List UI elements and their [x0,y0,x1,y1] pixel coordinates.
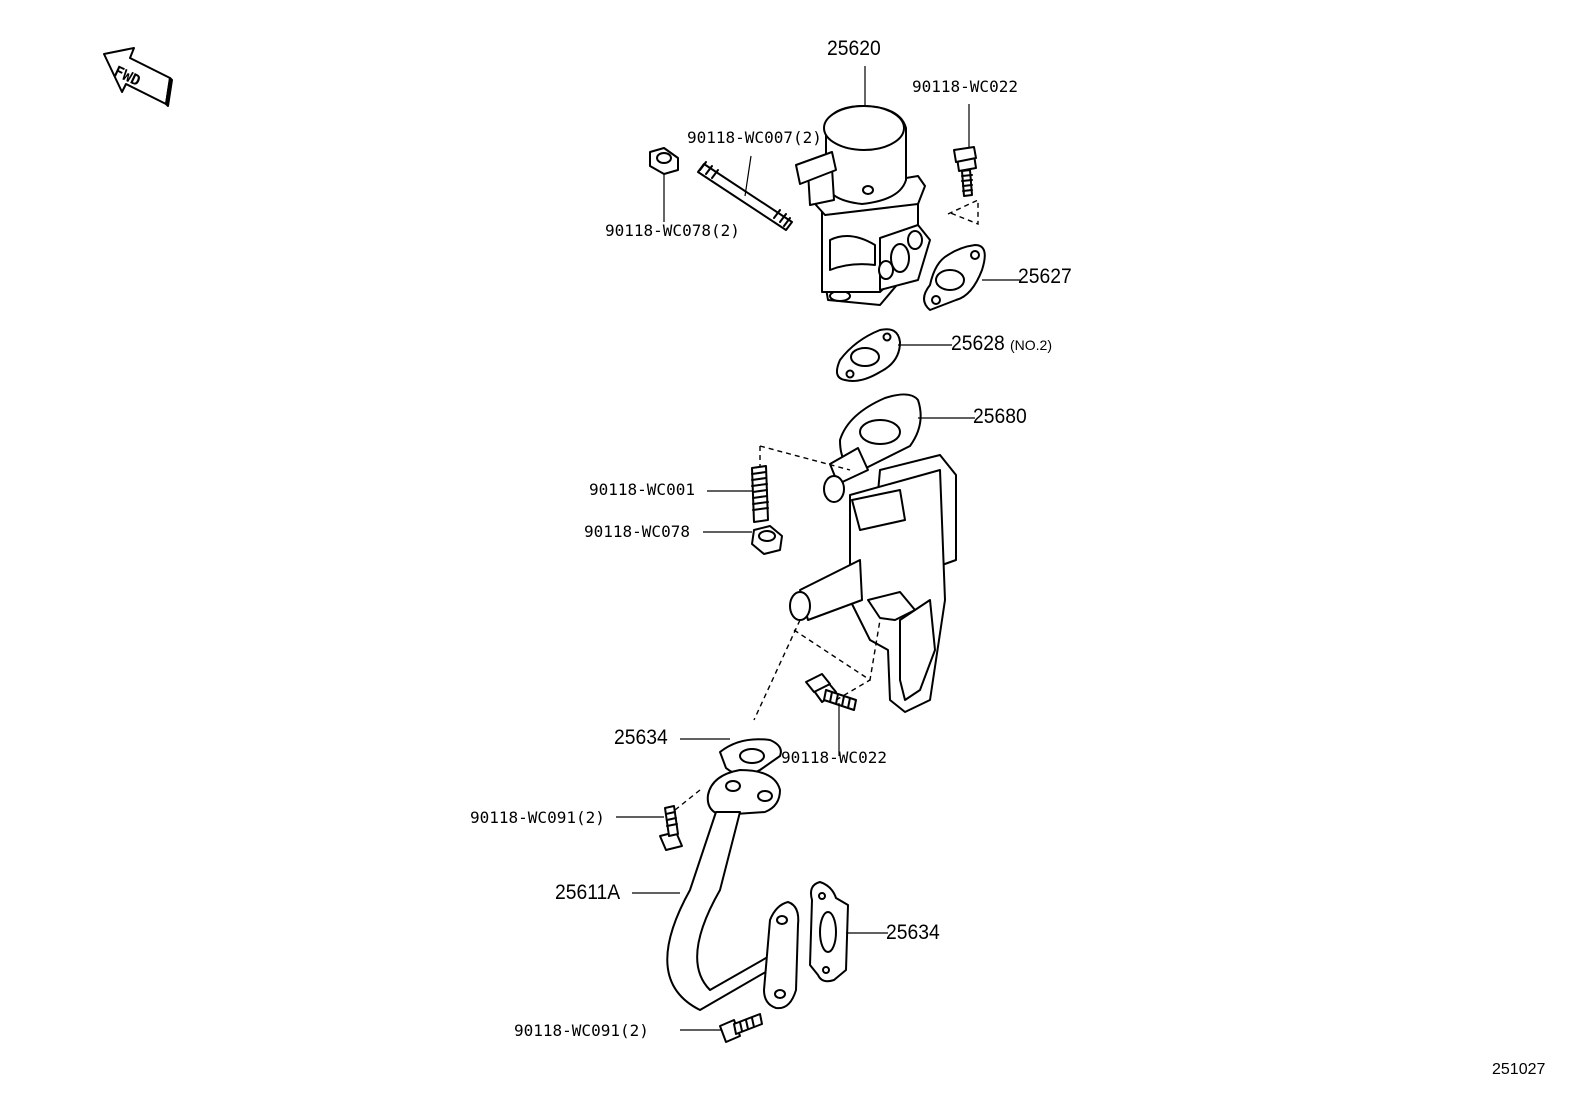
flange-bolt-top-part [953,146,977,197]
label-25611a[interactable]: 25611A [555,881,621,904]
label-25627[interactable]: 25627 [1018,265,1072,288]
label-90118-wc007[interactable]: 90118-WC007(2) [687,128,822,147]
label-90118-wc078[interactable]: 90118-WC078 [584,522,690,541]
label-25634-bottom[interactable]: 25634 [886,921,940,944]
label-25628[interactable]: 25628 [951,332,1005,355]
label-25680[interactable]: 25680 [973,405,1027,428]
label-90118-wc001[interactable]: 90118-WC001 [589,480,695,499]
label-90118-wc078-2[interactable]: 90118-WC078(2) [605,221,740,240]
label-90118-wc022-mid[interactable]: 90118-WC022 [781,748,887,767]
nut-top-part [649,147,679,175]
label-25620[interactable]: 25620 [827,37,881,60]
label-25634-top[interactable]: 25634 [614,726,668,749]
fwd-arrow-icon [103,47,173,107]
label-90118-wc022-top[interactable]: 90118-WC022 [912,77,1018,96]
egr-cooler-part [789,393,957,713]
stud-bolt-part [697,161,793,231]
egr-valve-part [795,105,931,306]
flange-bolt-wc091-top-part [659,805,683,851]
label-90118-wc091-bottom[interactable]: 90118-WC091(2) [514,1021,649,1040]
gasket-25634-bottom-part [809,881,849,983]
label-90118-wc091-top[interactable]: 90118-WC091(2) [470,808,605,827]
label-25628-note: (NO.2) [1010,337,1052,353]
gasket-25634-top-part [719,738,782,776]
nut-wc078-part [751,525,783,555]
flange-bolt-mid-part [805,673,857,711]
flange-bolt-wc091-bottom-part [719,1013,763,1043]
stud-wc001-part [751,465,769,523]
egr-pipe-part [666,769,800,1011]
diagram-code: 251027 [1492,1061,1546,1078]
gasket-25627-part [923,244,986,311]
gasket-25628-part [835,328,901,382]
